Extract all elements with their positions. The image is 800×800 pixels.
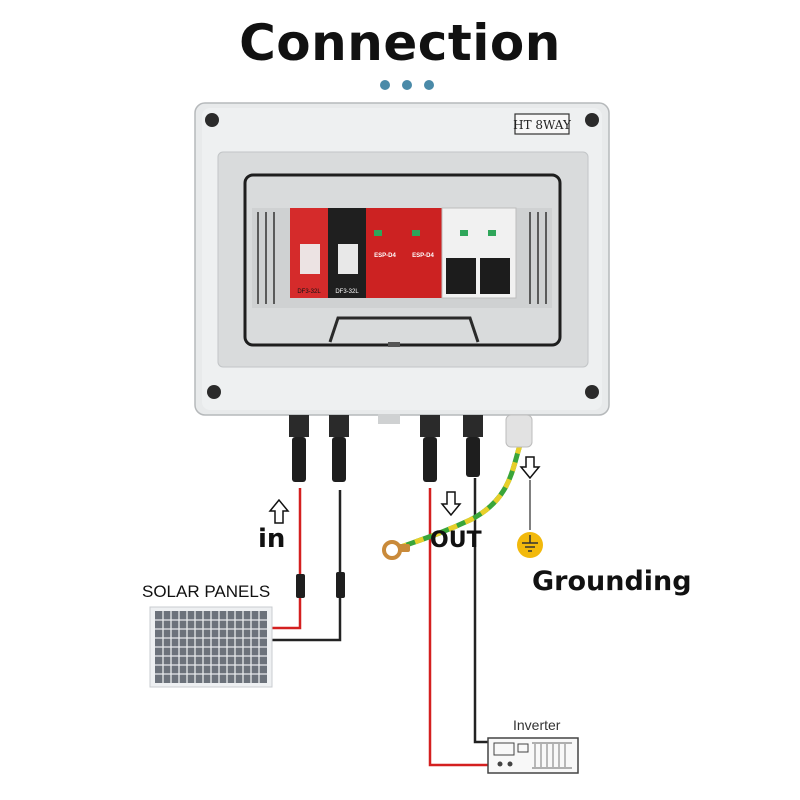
ground-cable-gland (505, 414, 533, 448)
ring-terminal-eye (382, 540, 402, 560)
decoration-dot (402, 80, 412, 90)
handle-catch (388, 342, 400, 347)
solar-negative-lead (268, 595, 342, 642)
window-gasket (243, 173, 562, 347)
solar-mc4-pair (296, 572, 345, 598)
decoration-dot (380, 80, 390, 90)
box-tag-frame (514, 113, 570, 135)
vent-plug (378, 414, 400, 424)
output-positive-cable (428, 488, 488, 767)
screw-icon (205, 113, 219, 127)
solar-positive-lead (268, 595, 302, 630)
fuse-holder-label (338, 244, 358, 274)
ground-wire-stripe (397, 444, 523, 551)
arrow-down-icon (519, 456, 541, 480)
input-label: in (258, 524, 286, 554)
status-window (374, 230, 382, 236)
inverter-label: Inverter (513, 717, 561, 733)
decoration-dot (424, 80, 434, 90)
arrow-down-icon (440, 491, 462, 517)
mc4-connector (336, 572, 345, 598)
output-negative-cable (473, 478, 490, 744)
surge-protector-model: ESP-D4 (374, 253, 396, 259)
arrow-up-icon (268, 498, 290, 524)
box-tag: HT 8WAY (513, 118, 572, 132)
fuse-holder-label (300, 244, 320, 274)
inverter-icon (487, 737, 579, 774)
grounding-label: Grounding (532, 566, 692, 597)
mc4-connector (332, 437, 346, 482)
surge-protector (366, 208, 404, 298)
mc4-connector (296, 574, 305, 598)
screw-icon (585, 385, 599, 399)
mc4-gland (329, 415, 349, 437)
breaker-toggle (446, 258, 476, 294)
screw-icon (207, 385, 221, 399)
status-window (412, 230, 420, 236)
output-label: OUT (430, 528, 482, 553)
cover-handle (328, 316, 480, 343)
mc4-connector (292, 437, 306, 482)
mc4-connector (466, 437, 480, 477)
ring-terminal-crimp (398, 544, 410, 552)
surge-protector (404, 208, 442, 298)
combiner-box: HT 8WAY DF3-32L DF3-32L ESP-D4 ESP-D4 (194, 102, 610, 416)
breaker-toggle (480, 258, 510, 294)
ground-symbol-icon (517, 480, 543, 558)
box-connectors (289, 414, 533, 482)
screw-icon (585, 113, 599, 127)
fuse-holder-model: DF3-32L (335, 289, 359, 295)
wires (268, 444, 523, 767)
status-window (488, 230, 496, 236)
mc4-gland (289, 415, 309, 437)
page-title: Connection (239, 14, 561, 72)
mc4-gland (463, 415, 483, 437)
fuse-holder-model: DF3-32L (297, 289, 321, 295)
mc4-gland (420, 415, 440, 437)
ring-terminal (382, 540, 410, 560)
status-window (460, 230, 468, 236)
mc4-connector (423, 437, 437, 482)
solar-panel-icon (149, 606, 273, 688)
solar-panels-label: SOLAR PANELS (142, 582, 271, 601)
surge-protector-model: ESP-D4 (412, 253, 434, 259)
title-decoration-dots (376, 80, 436, 92)
